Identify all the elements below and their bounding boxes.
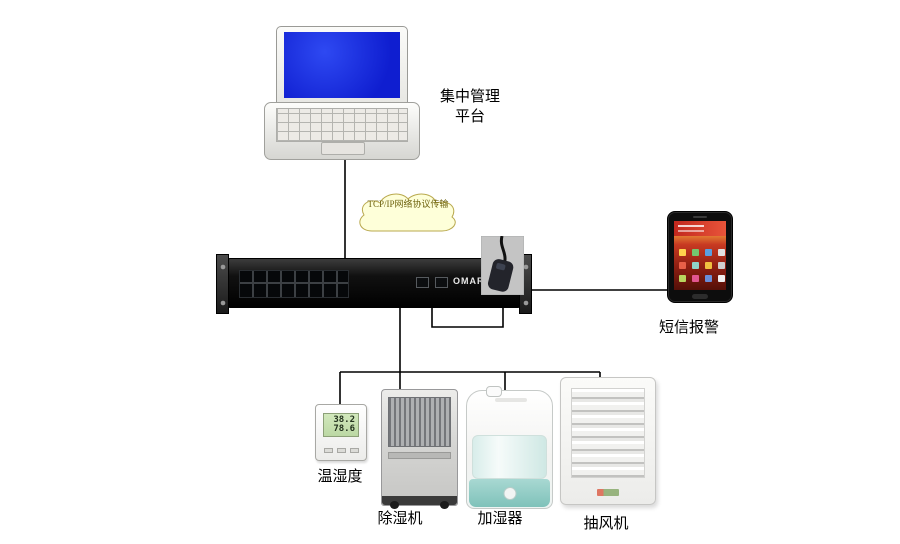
ethernet-port-block bbox=[239, 270, 349, 298]
switch-brand: OMARA bbox=[453, 276, 492, 286]
temp-humidity-sensor: 38.2 78.6 bbox=[315, 404, 367, 461]
gsm-modem bbox=[480, 235, 525, 296]
dehumidifier bbox=[381, 389, 458, 509]
label-management-platform: 集中管理 平台 bbox=[430, 87, 510, 128]
laptop-keyboard bbox=[276, 108, 408, 142]
label-humidifier: 加湿器 bbox=[477, 511, 523, 527]
humidifier bbox=[466, 386, 553, 509]
phone-app-icons bbox=[679, 249, 686, 256]
exhaust-fan bbox=[560, 377, 656, 505]
dehumidifier-wheel-left bbox=[390, 501, 399, 509]
smartphone bbox=[667, 211, 733, 303]
dehumidifier-base bbox=[382, 496, 457, 505]
label-management-platform-line2: 平台 bbox=[454, 109, 485, 126]
network-switch: OMARA bbox=[216, 254, 532, 314]
dehumidifier-wheel-right bbox=[440, 501, 449, 509]
sensor-lcd: 38.2 78.6 bbox=[323, 413, 359, 437]
label-sms-alert: 短信报警 bbox=[658, 320, 719, 336]
uplink-ports bbox=[416, 277, 448, 288]
laptop-screen bbox=[276, 26, 408, 104]
network-cloud: TCP/IP网络协议传输 bbox=[352, 189, 464, 239]
sensor-buttons bbox=[324, 448, 359, 453]
gsm-modem-image bbox=[480, 235, 525, 296]
laptop-display bbox=[284, 32, 400, 98]
label-temp-humidity: 温湿度 bbox=[317, 469, 363, 485]
label-management-platform-line1: 集中管理 bbox=[439, 89, 500, 105]
dehumidifier-panel bbox=[388, 452, 451, 459]
cloud-shape bbox=[359, 193, 456, 232]
fan-logo bbox=[597, 489, 619, 496]
rack-ear-left bbox=[216, 254, 229, 314]
humidifier-knob bbox=[503, 487, 516, 500]
sensor-lcd-line1: 38.2 bbox=[333, 414, 355, 425]
label-dehumidifier: 除湿机 bbox=[377, 511, 423, 527]
humidifier-body bbox=[466, 390, 553, 509]
phone-earpiece bbox=[693, 216, 707, 218]
humidifier-tank bbox=[472, 435, 547, 479]
dehumidifier-grille bbox=[388, 397, 451, 447]
laptop bbox=[264, 26, 420, 160]
laptop-trackpad bbox=[321, 142, 365, 155]
phone-home-button bbox=[692, 294, 708, 299]
humidifier-nozzle bbox=[486, 386, 502, 397]
phone-notification-banner bbox=[674, 221, 726, 236]
laptop-base bbox=[264, 102, 420, 160]
sensor-lcd-line2: 78.6 bbox=[333, 424, 355, 434]
label-exhaust-fan: 抽风机 bbox=[583, 516, 629, 532]
cloud-label: TCP/IP网络协议传输 bbox=[367, 199, 449, 209]
fan-louvers bbox=[571, 388, 645, 478]
phone-screen bbox=[674, 221, 726, 290]
humidifier-handle bbox=[495, 398, 527, 402]
